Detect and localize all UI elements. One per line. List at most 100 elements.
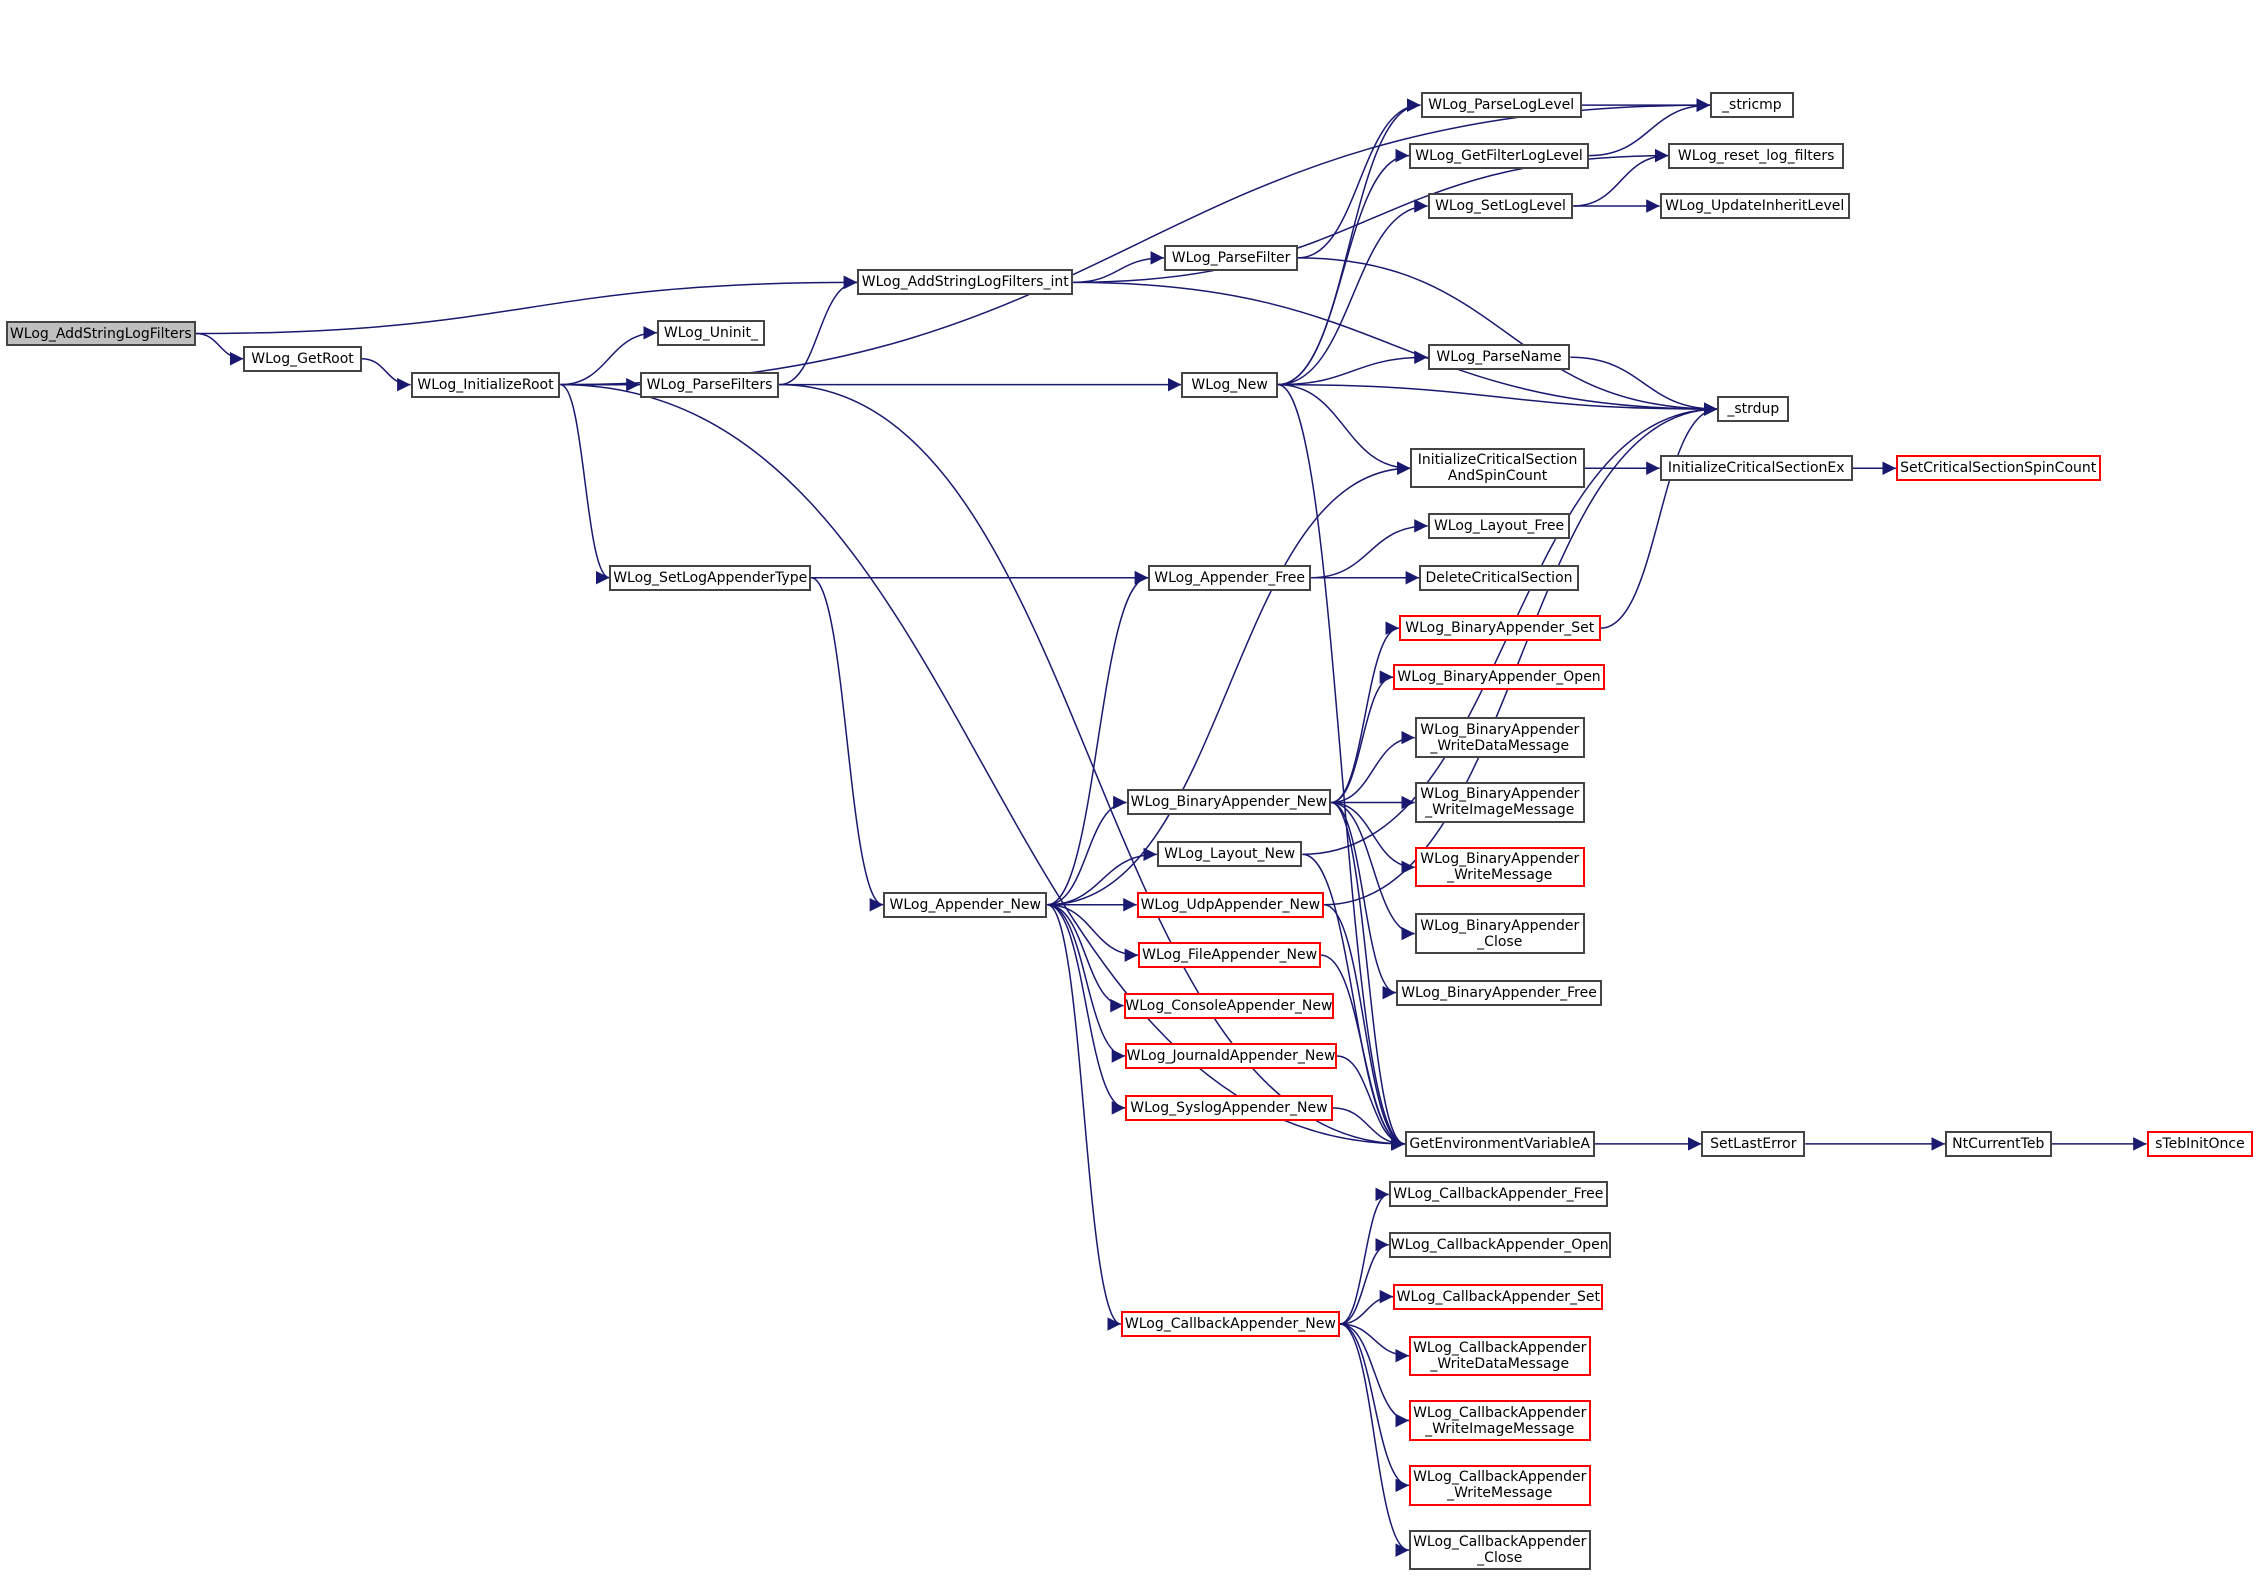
node-cbwritedata[interactable]: WLog_CallbackAppender _WriteDataMessage — [1408, 1335, 1591, 1376]
edge-appendernew-to-syslognew — [1047, 904, 1126, 1115]
edge-appendernew-to-journaldnew — [1047, 904, 1126, 1063]
edge-appendernew-to-icsspin — [1047, 461, 1411, 906]
edge-udpnew-to-strdup — [1323, 402, 1718, 906]
node-binopen[interactable]: WLog_BinaryAppender_Open — [1393, 664, 1605, 691]
node-filenew[interactable]: WLog_FileAppender_New — [1138, 942, 1322, 969]
node-stricmp[interactable]: _stricmp — [1710, 92, 1794, 119]
node-updateinherit[interactable]: WLog_UpdateInheritLevel — [1659, 193, 1850, 219]
edge-wlognew-to-icsspin — [1277, 383, 1411, 475]
edge-root-to-getroot — [195, 332, 244, 366]
edge-binnew-to-binwritedata — [1331, 730, 1415, 804]
node-resetfilters[interactable]: WLog_reset_log_filters — [1668, 142, 1845, 169]
edge-setappendertype-to-appendernew — [810, 576, 884, 912]
edge-binnew-to-binopen — [1331, 670, 1394, 804]
node-cbset[interactable]: WLog_CallbackAppender_Set — [1393, 1283, 1604, 1310]
edge-getroot-to-initroot — [361, 357, 411, 392]
edge-root-to-addint — [195, 275, 858, 335]
node-getfilterloglevel[interactable]: WLog_GetFilterLogLevel — [1408, 142, 1590, 169]
node-icsspin[interactable]: InitializeCriticalSection AndSpinCount — [1410, 448, 1585, 489]
edge-initroot-to-getenv — [560, 383, 1405, 1151]
node-parsefilters[interactable]: WLog_ParseFilters — [639, 371, 780, 398]
node-binwriteimage[interactable]: WLog_BinaryAppender _WriteImageMessage — [1414, 782, 1585, 823]
node-setloglevel[interactable]: WLog_SetLogLevel — [1427, 193, 1574, 219]
node-cbfree[interactable]: WLog_CallbackAppender_Free — [1388, 1181, 1608, 1208]
node-getroot[interactable]: WLog_GetRoot — [243, 345, 362, 372]
edge-cbnew-to-cbset — [1339, 1289, 1394, 1325]
edge-appendernew-to-consolenew — [1047, 904, 1124, 1013]
node-binfree[interactable]: WLog_BinaryAppender_Free — [1396, 979, 1603, 1006]
node-uninit[interactable]: WLog_Uninit_ — [656, 319, 765, 346]
edge-wlognew-to-setloglevel — [1277, 199, 1428, 386]
node-binset[interactable]: WLog_BinaryAppender_Set — [1398, 615, 1601, 642]
edge-udpnew-to-getenv — [1323, 904, 1405, 1151]
node-initroot[interactable]: WLog_InitializeRoot — [410, 371, 561, 398]
edge-cbnew-to-cbfree — [1339, 1187, 1390, 1325]
edge-initroot-to-stricmp — [560, 98, 1711, 386]
node-appendernew[interactable]: WLog_Appender_New — [883, 891, 1048, 918]
edge-parsename-to-strdup — [1570, 356, 1718, 416]
edge-appendernew-to-cbnew — [1047, 904, 1122, 1331]
edge-parsefilters-to-addint — [779, 275, 858, 386]
node-parseloglevel[interactable]: WLog_ParseLogLevel — [1420, 92, 1582, 119]
node-cbclose[interactable]: WLog_CallbackAppender _Close — [1408, 1530, 1591, 1571]
node-udpnew[interactable]: WLog_UdpAppender_New — [1136, 891, 1324, 918]
node-cbwriteimage[interactable]: WLog_CallbackAppender _WriteImageMessage — [1408, 1400, 1591, 1441]
node-ntcurrentteb[interactable]: NtCurrentTeb — [1944, 1130, 2052, 1157]
edge-appendernew-to-appenderfree — [1047, 571, 1149, 906]
node-deletecs[interactable]: DeleteCriticalSection — [1419, 564, 1579, 591]
node-icsex[interactable]: InitializeCriticalSectionEx — [1659, 455, 1853, 482]
edge-appenderfree-to-layoutfree — [1311, 519, 1428, 579]
edge-initroot-to-setappendertype — [560, 383, 610, 585]
edge-appendernew-to-layoutnew — [1047, 847, 1157, 906]
edge-filenew-to-getenv — [1321, 954, 1405, 1151]
node-layoutnew[interactable]: WLog_Layout_New — [1156, 841, 1303, 868]
edge-cbnew-to-cbwriteimage — [1339, 1323, 1410, 1428]
edge-appendernew-to-binnew — [1047, 795, 1127, 906]
node-cbnew[interactable]: WLog_CallbackAppender_New — [1120, 1311, 1340, 1337]
edge-binnew-to-binclose — [1331, 801, 1415, 941]
edge-parsefilter-to-parseloglevel — [1298, 98, 1421, 259]
node-setappendertype[interactable]: WLog_SetLogAppenderType — [609, 564, 812, 591]
node-setlasterror[interactable]: SetLastError — [1701, 1130, 1806, 1157]
edge-parsefilter-to-strdup — [1298, 257, 1718, 416]
node-journaldnew[interactable]: WLog_JournaldAppender_New — [1125, 1043, 1337, 1069]
edge-parsefilters-to-getenv — [779, 383, 1405, 1151]
edge-binset-to-strdup — [1600, 402, 1718, 629]
node-syslognew[interactable]: WLog_SyslogAppender_New — [1125, 1094, 1333, 1121]
node-root: WLog_AddStringLogFilters — [5, 321, 196, 346]
edge-wlognew-to-parseloglevel — [1277, 98, 1421, 386]
node-binclose[interactable]: WLog_BinaryAppender _Close — [1414, 913, 1585, 954]
edge-getfilterloglevel-to-stricmp — [1589, 98, 1711, 157]
node-binwritedata[interactable]: WLog_BinaryAppender _WriteDataMessage — [1414, 717, 1585, 758]
node-setcsspin[interactable]: SetCriticalSectionSpinCount — [1895, 455, 2101, 482]
edge-binnew-to-binset — [1331, 621, 1400, 804]
edge-cbnew-to-cbopen — [1339, 1238, 1389, 1325]
edge-addint-to-resetfilters — [1073, 148, 1669, 284]
node-tebinit[interactable]: sTebInitOnce — [2146, 1130, 2254, 1157]
edge-addint-to-strdup — [1073, 281, 1718, 416]
node-layoutfree[interactable]: WLog_Layout_Free — [1427, 512, 1571, 539]
node-cbwritemsg[interactable]: WLog_CallbackAppender _WriteMessage — [1408, 1465, 1591, 1506]
edge-wlognew-to-getenv — [1277, 383, 1405, 1151]
node-addint[interactable]: WLog_AddStringLogFilters_int — [857, 269, 1074, 296]
node-parsefilter[interactable]: WLog_ParseFilter — [1164, 244, 1299, 271]
edge-wlognew-to-strdup — [1277, 383, 1718, 416]
node-appenderfree[interactable]: WLog_Appender_Free — [1148, 564, 1312, 591]
node-consolenew[interactable]: WLog_ConsoleAppender_New — [1123, 992, 1335, 1019]
edge-initroot-to-uninit — [560, 326, 657, 386]
node-getenv[interactable]: GetEnvironmentVariableA — [1404, 1130, 1595, 1157]
node-binnew[interactable]: WLog_BinaryAppender_New — [1126, 789, 1332, 816]
edge-cbnew-to-cbwritemsg — [1339, 1323, 1410, 1493]
edge-setloglevel-to-resetfilters — [1573, 148, 1669, 207]
edge-binnew-to-getenv — [1330, 801, 1405, 1151]
node-parsename[interactable]: WLog_ParseName — [1427, 344, 1571, 371]
node-binwritemsg[interactable]: WLog_BinaryAppender _WriteMessage — [1414, 847, 1585, 888]
edge-cbnew-to-cbclose — [1339, 1323, 1410, 1557]
edge-wlognew-to-parsename — [1277, 350, 1428, 386]
node-wlognew[interactable]: WLog_New — [1181, 371, 1278, 398]
edge-wlognew-to-getfilterloglevel — [1277, 148, 1409, 386]
node-cbopen[interactable]: WLog_CallbackAppender_Open — [1388, 1231, 1611, 1258]
node-strdup[interactable]: _strdup — [1717, 396, 1790, 423]
edge-syslognew-to-getenv — [1332, 1107, 1405, 1151]
